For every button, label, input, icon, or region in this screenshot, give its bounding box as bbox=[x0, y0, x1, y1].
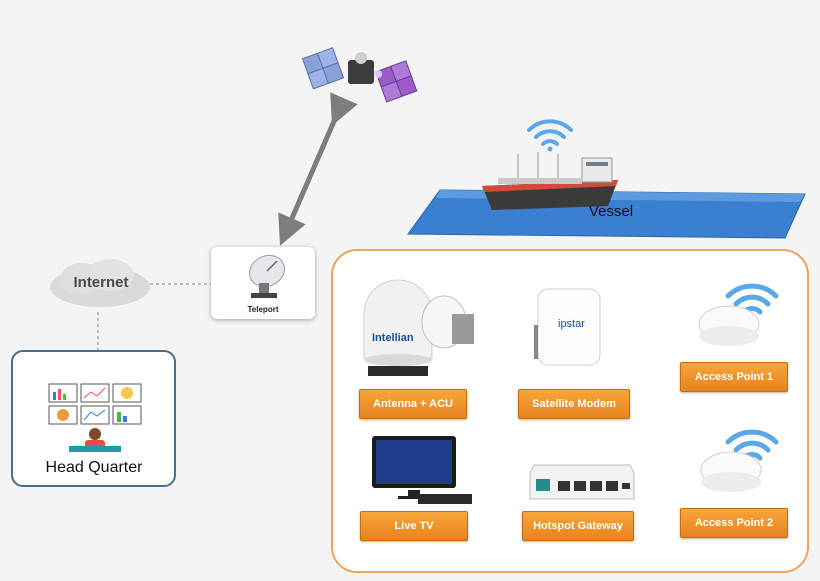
dish-icon bbox=[248, 254, 286, 298]
gateway-icon bbox=[529, 464, 635, 500]
antenna-brand: Intellian bbox=[372, 332, 414, 344]
hotspot-gateway-label: Hotspot Gateway bbox=[522, 511, 634, 541]
satellite-teleport-arrow bbox=[278, 92, 358, 246]
teleport-node: Teleport bbox=[211, 247, 315, 319]
wifi-icon bbox=[527, 119, 573, 152]
head-quarter-node bbox=[11, 350, 176, 487]
teleport-label: Teleport bbox=[247, 305, 279, 314]
access-point-2-label: Access Point 2 bbox=[680, 508, 788, 538]
antenna-icon bbox=[363, 279, 474, 376]
access-point-1-label: Access Point 1 bbox=[680, 362, 788, 392]
antenna-acu-label: Antenna + ACU bbox=[359, 389, 467, 419]
monitoring-wall-icon bbox=[48, 383, 142, 452]
modem-brand: ipstar bbox=[558, 318, 585, 330]
live-tv-label: Live TV bbox=[360, 511, 468, 541]
vessel-label: Vessel bbox=[588, 203, 634, 220]
tv-icon bbox=[372, 436, 472, 504]
cloud-icon bbox=[50, 259, 150, 307]
ship-icon bbox=[482, 152, 618, 210]
internet-label: Internet bbox=[73, 274, 129, 291]
modem-icon bbox=[534, 288, 601, 366]
head-quarter-label: Head Quarter bbox=[45, 459, 143, 476]
satellite-modem-label: Satellite Modem bbox=[518, 389, 630, 419]
access-point-icon bbox=[700, 451, 762, 492]
access-point-icon bbox=[698, 305, 760, 346]
satellite-icon bbox=[301, 47, 418, 103]
